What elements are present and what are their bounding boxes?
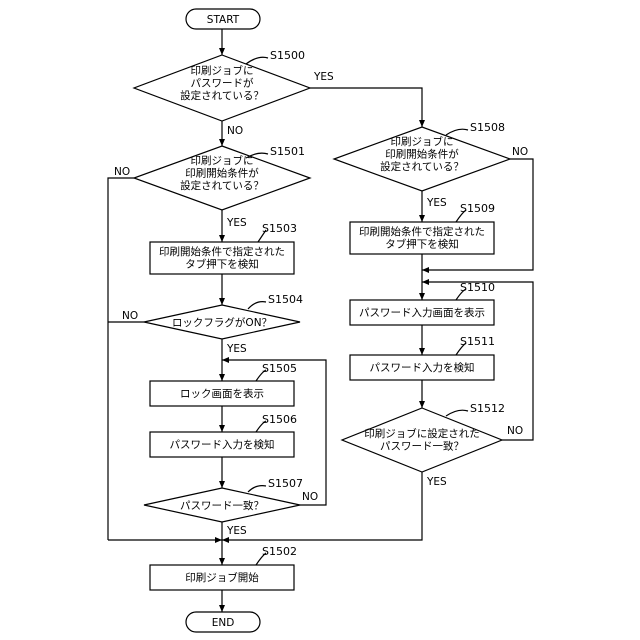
decision-s1501-text: 印刷ジョブに印刷開始条件が設定されている？ <box>180 154 264 192</box>
text-line: タブ押下を検知 <box>185 258 259 271</box>
step-s1502: S1502 <box>262 545 297 558</box>
step-s1501: S1501 <box>270 145 305 158</box>
text-line: パスワード一致？ <box>380 440 464 453</box>
label-s1508-yes: YES <box>426 197 447 209</box>
label-s1501-no: NO <box>114 166 130 178</box>
step-s1507: S1507 <box>268 477 303 490</box>
text-line: 設定されている？ <box>180 179 264 192</box>
leader-s1512 <box>446 410 468 416</box>
step-s1510: S1510 <box>460 281 495 294</box>
leader-s1508 <box>446 129 468 135</box>
step-s1506: S1506 <box>262 413 297 426</box>
label-s1500-no: NO <box>227 125 243 137</box>
decision-s1508-text: 印刷ジョブに印刷開始条件が設定されている？ <box>380 135 464 173</box>
leader-s1507 <box>248 486 266 492</box>
decision-s1504-text: ロックフラグがON？ <box>172 316 272 329</box>
step-s1509: S1509 <box>460 202 495 215</box>
label-s1512-yes: YES <box>426 476 447 488</box>
end-label: END <box>212 617 235 629</box>
arrow-s1500-yes <box>310 88 422 127</box>
process-s1502-text: 印刷ジョブ開始 <box>185 571 259 584</box>
label-s1512-no: NO <box>507 425 523 437</box>
label-s1507-yes: YES <box>226 525 247 537</box>
step-s1503: S1503 <box>262 222 297 235</box>
label-s1504-no: NO <box>122 310 138 322</box>
label-s1508-no: NO <box>512 146 528 158</box>
text-line: 印刷ジョブに <box>191 64 254 77</box>
arrow-s1501-no <box>108 178 134 540</box>
text-line: 印刷ジョブに <box>191 154 254 167</box>
leader-s1500 <box>246 57 268 64</box>
text-line: 印刷開始条件が <box>385 148 459 161</box>
step-s1511: S1511 <box>460 335 495 348</box>
process-s1505-text: ロック画面を表示 <box>180 387 264 400</box>
text-line: 印刷開始条件で指定された <box>159 245 285 258</box>
text-line: 印刷開始条件が <box>185 167 259 180</box>
step-s1500: S1500 <box>270 49 305 62</box>
step-s1504: S1504 <box>268 293 303 306</box>
label-s1500-yes: YES <box>313 71 334 83</box>
label-s1504-yes: YES <box>226 343 247 355</box>
label-s1507-no: NO <box>302 491 318 503</box>
label-s1501-yes: YES <box>226 217 247 229</box>
text-line: パスワードが <box>191 77 254 90</box>
process-s1510-text: パスワード入力画面を表示 <box>359 306 485 319</box>
decision-s1500-text: 印刷ジョブにパスワードが設定されている？ <box>180 64 264 102</box>
process-s1506-text: パスワード入力を検知 <box>170 438 275 451</box>
process-s1511-text: パスワード入力を検知 <box>370 361 475 374</box>
text-line: 設定されている？ <box>180 89 264 102</box>
start-label: START <box>207 14 240 26</box>
decision-s1512-text: 印刷ジョブに設定されたパスワード一致？ <box>364 427 480 453</box>
text-line: タブ押下を検知 <box>385 238 459 251</box>
text-line: 印刷開始条件で指定された <box>359 225 485 238</box>
step-s1505: S1505 <box>262 362 297 375</box>
step-s1512: S1512 <box>470 402 505 415</box>
step-s1508: S1508 <box>470 121 505 134</box>
text-line: 印刷ジョブに <box>391 135 454 148</box>
text-line: 設定されている？ <box>380 160 464 173</box>
text-line: 印刷ジョブに設定された <box>364 427 480 440</box>
decision-s1507-text: パスワード一致？ <box>180 499 264 512</box>
leader-s1504 <box>248 302 266 309</box>
